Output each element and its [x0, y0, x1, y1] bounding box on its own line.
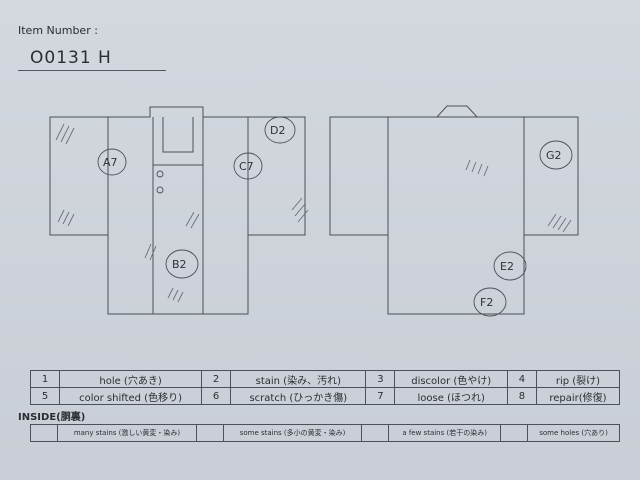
legend-row: 5 color shifted (色移り) 6 scratch (ひっかき傷) …	[30, 387, 621, 405]
legend-number: 5	[30, 387, 60, 405]
legend-row: 1 hole (穴あき) 2 stain (染み、汚れ) 3 discolor …	[30, 370, 621, 388]
svg-text:A7: A7	[103, 156, 118, 169]
legend-label: repair(修復)	[535, 387, 621, 405]
legend-number: 3	[365, 370, 396, 388]
inside-checkbox-some-holes	[500, 424, 529, 442]
item-number-value: O0131 H	[30, 48, 112, 68]
legend-label: hole (穴あき)	[58, 370, 203, 388]
legend-number: 1	[30, 370, 60, 388]
inside-row: many stains (激しい黄変・染み) some stains (多小の黄…	[30, 424, 620, 442]
inside-level-label: a few stains (若干の染み)	[388, 424, 502, 442]
legend-number: 8	[506, 387, 537, 405]
inside-section-title: INSIDE(胴裏)	[18, 412, 86, 423]
front-button-1	[156, 170, 164, 178]
svg-text:C7: C7	[239, 160, 254, 173]
damage-legend-table: 1 hole (穴あき) 2 stain (染み、汚れ) 3 discolor …	[30, 370, 621, 405]
svg-text:B2: B2	[172, 258, 187, 271]
legend-label: scratch (ひっかき傷)	[230, 387, 367, 405]
back-damage-code-e2: E2	[493, 251, 527, 281]
back-view: G2 E2 F2	[329, 105, 579, 317]
front-collar-inner	[162, 117, 194, 153]
legend-number: 7	[365, 387, 396, 405]
svg-text:G2: G2	[546, 149, 562, 162]
legend-label: color shifted (色移り)	[58, 387, 203, 405]
front-damage-code-a7: A7	[97, 148, 127, 176]
front-button-2	[156, 186, 164, 194]
inside-checkbox-many-stains	[30, 424, 58, 442]
front-view: A7 C7 D2 B2	[49, 106, 309, 315]
inside-level-label: some stains (多小の黄変・染み)	[222, 424, 363, 442]
legend-number: 2	[201, 370, 232, 388]
back-outline	[329, 105, 579, 315]
svg-text:E2: E2	[500, 260, 514, 273]
legend-label: stain (染み、汚れ)	[230, 370, 367, 388]
inside-checkbox-some-stains	[195, 424, 224, 442]
svg-text:F2: F2	[480, 296, 493, 309]
item-number-underline	[18, 70, 166, 71]
legend-label: discolor (色やけ)	[394, 370, 508, 388]
back-damage-code-g2: G2	[539, 140, 573, 170]
inside-checkbox-few-stains	[361, 424, 390, 442]
front-collar	[152, 117, 204, 166]
item-number-label: Item Number :	[18, 24, 98, 37]
legend-label: loose (ほつれ)	[394, 387, 508, 405]
back-damage-code-f2: F2	[473, 287, 507, 317]
legend-label: rip (裂け)	[535, 370, 621, 388]
svg-text:D2: D2	[270, 124, 285, 137]
legend-number: 6	[201, 387, 232, 405]
back-hatch-marks	[465, 159, 572, 233]
inside-condition-table: many stains (激しい黄変・染み) some stains (多小の黄…	[30, 424, 620, 442]
front-damage-code-c7: C7	[233, 152, 263, 180]
legend-number: 4	[506, 370, 537, 388]
inside-level-label: some holes (穴あり)	[527, 424, 620, 442]
front-outline	[49, 106, 306, 315]
front-damage-code-d2: D2	[264, 116, 296, 144]
inside-level-label: many stains (激しい黄変・染み)	[57, 424, 197, 442]
front-hatch-marks	[55, 123, 309, 303]
front-damage-code-b2: B2	[165, 249, 199, 279]
